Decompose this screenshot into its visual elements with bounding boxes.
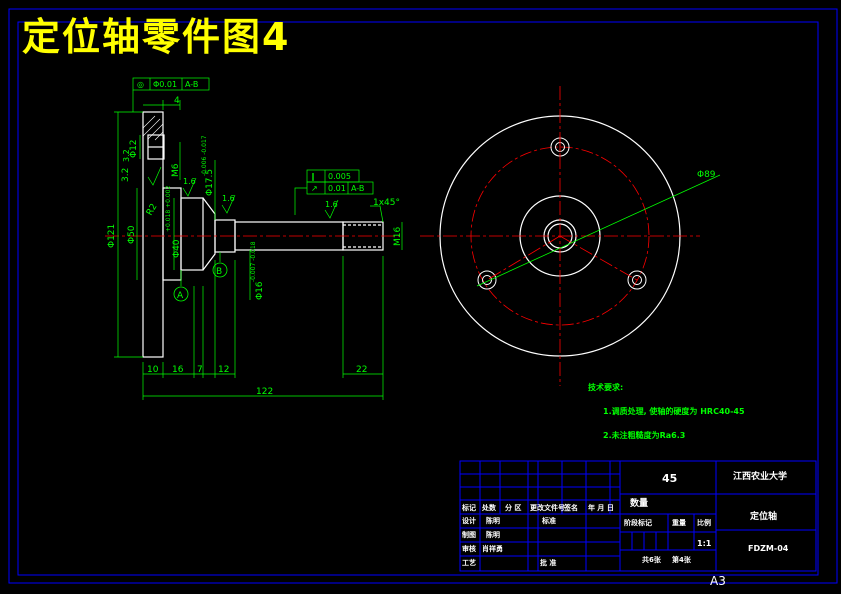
tb-review: 审核 [462, 545, 476, 553]
front-view [142, 111, 384, 358]
tb-weight-label: 重量 [672, 519, 686, 527]
tb-material: 45 [662, 472, 678, 485]
tb-scale-label: 比例 [697, 519, 711, 527]
tb-row-header-4: 签名 [564, 504, 578, 512]
bolt-hole-right [627, 270, 647, 290]
tb-process: 工艺 [462, 559, 476, 567]
dim-shaft-tol: -0.007 -0.018 [250, 241, 257, 282]
tb-approve: 批 准 [540, 559, 557, 567]
hatch [142, 115, 164, 141]
tb-drawing-no: FDZM-04 [748, 544, 789, 553]
dimensions [114, 77, 403, 400]
datum-b-circle [212, 262, 228, 278]
tol-top-val: Φ0.01 [153, 80, 177, 89]
dim-len-7: 7 [197, 365, 203, 375]
tb-row-header-5: 年 月 日 [588, 504, 614, 512]
tol-mid2-ref: A-B [351, 184, 364, 193]
dim-len-16: 16 [172, 365, 184, 375]
datum-a-circle [173, 286, 189, 302]
dimension-text: Φ121 Φ50 Φ40 +0.018 +0.002 Φ12 M6 Φ17.5 … [107, 80, 716, 397]
tb-scale: 1:1 [697, 539, 712, 548]
bolt-hole-left [477, 270, 497, 290]
tb-row-header-0: 标记 [462, 504, 476, 512]
tb-review-name: 肖祥勇 [482, 545, 503, 553]
dim-chamfer: 1x45° [373, 198, 400, 208]
page-title: 定位轴零件图4 [22, 15, 291, 59]
tol-mid2-sym: ↗ [311, 184, 318, 193]
dim-shaft-dia: Φ16 [255, 281, 265, 300]
dim-rough-3: 1.6 [325, 200, 338, 209]
dim-r2: R2 [145, 202, 160, 217]
inner-frame [17, 21, 819, 576]
notes-line-2: 2.未注粗糙度为Ra6.3 [603, 431, 686, 440]
tb-draw: 制图 [462, 531, 476, 539]
outer-frame [8, 8, 838, 584]
title-block [459, 460, 817, 572]
datum-b-label: B [216, 267, 222, 277]
dim-len-122: 122 [256, 387, 273, 397]
tb-stage-label: 阶段标记 [624, 519, 652, 527]
dim-shoulder-tol: -0.006 -0.017 [201, 135, 208, 176]
notes-line-1: 1.调质处理, 使轴的硬度为 HRC40-45 [603, 407, 745, 416]
dim-len-10: 10 [147, 365, 159, 375]
dim-len-4: 4 [174, 96, 180, 106]
dim-rough-2: 1.6 [222, 194, 235, 203]
tb-design: 设计 [462, 517, 476, 525]
tb-sheets: 共6张 [642, 556, 661, 564]
tb-quantity-label: 数量 [630, 499, 649, 509]
tol-top-ref: A-B [185, 80, 198, 89]
dim-rough-4: 3.2 [122, 149, 131, 162]
tb-sheet-no: 第4张 [672, 556, 691, 564]
tb-standard: 标准 [542, 517, 556, 525]
notes-heading: 技术要求: [588, 383, 624, 392]
dim-flange-dia: Φ121 [107, 224, 117, 248]
dim-len-22: 22 [356, 365, 367, 375]
tb-school: 江西农业大学 [733, 472, 788, 482]
tol-top-sym: ◎ [137, 80, 144, 89]
sheet-size: A3 [710, 574, 726, 588]
datum-a-label: A [177, 291, 184, 301]
tol-mid1-val: 0.005 [328, 172, 351, 181]
tb-draw-name: 陈明 [486, 531, 500, 539]
dim-circle-dia: Φ89 [697, 170, 716, 180]
dim-rough-1: 1.6 [183, 177, 196, 186]
tb-row-header-3: 更改文件号 [530, 504, 565, 512]
tb-design-name: 陈明 [486, 517, 500, 525]
dim-hub-dia: Φ50 [127, 225, 137, 244]
dim-shoulder-dia: Φ17.5 [205, 169, 215, 196]
tb-row-header-2: 分 区 [505, 504, 522, 512]
dim-fit-tol: +0.018 +0.002 [165, 186, 172, 232]
dim-bore-dia: Φ12 [129, 139, 139, 158]
tb-row-header-1: 处数 [482, 504, 496, 512]
dim-fit-dia: Φ40 [172, 239, 182, 258]
dim-len-12: 12 [218, 365, 229, 375]
dim-thread-end: M16 [393, 227, 403, 246]
dim-len-3-2: 3.2 [121, 168, 131, 182]
dim-thread-small: M6 [171, 163, 181, 177]
tb-part-name: 定位轴 [750, 512, 778, 522]
tol-mid2-val: 0.01 [328, 184, 346, 193]
side-view [420, 86, 721, 386]
tol-mid1-sym: ∥ [311, 172, 315, 181]
